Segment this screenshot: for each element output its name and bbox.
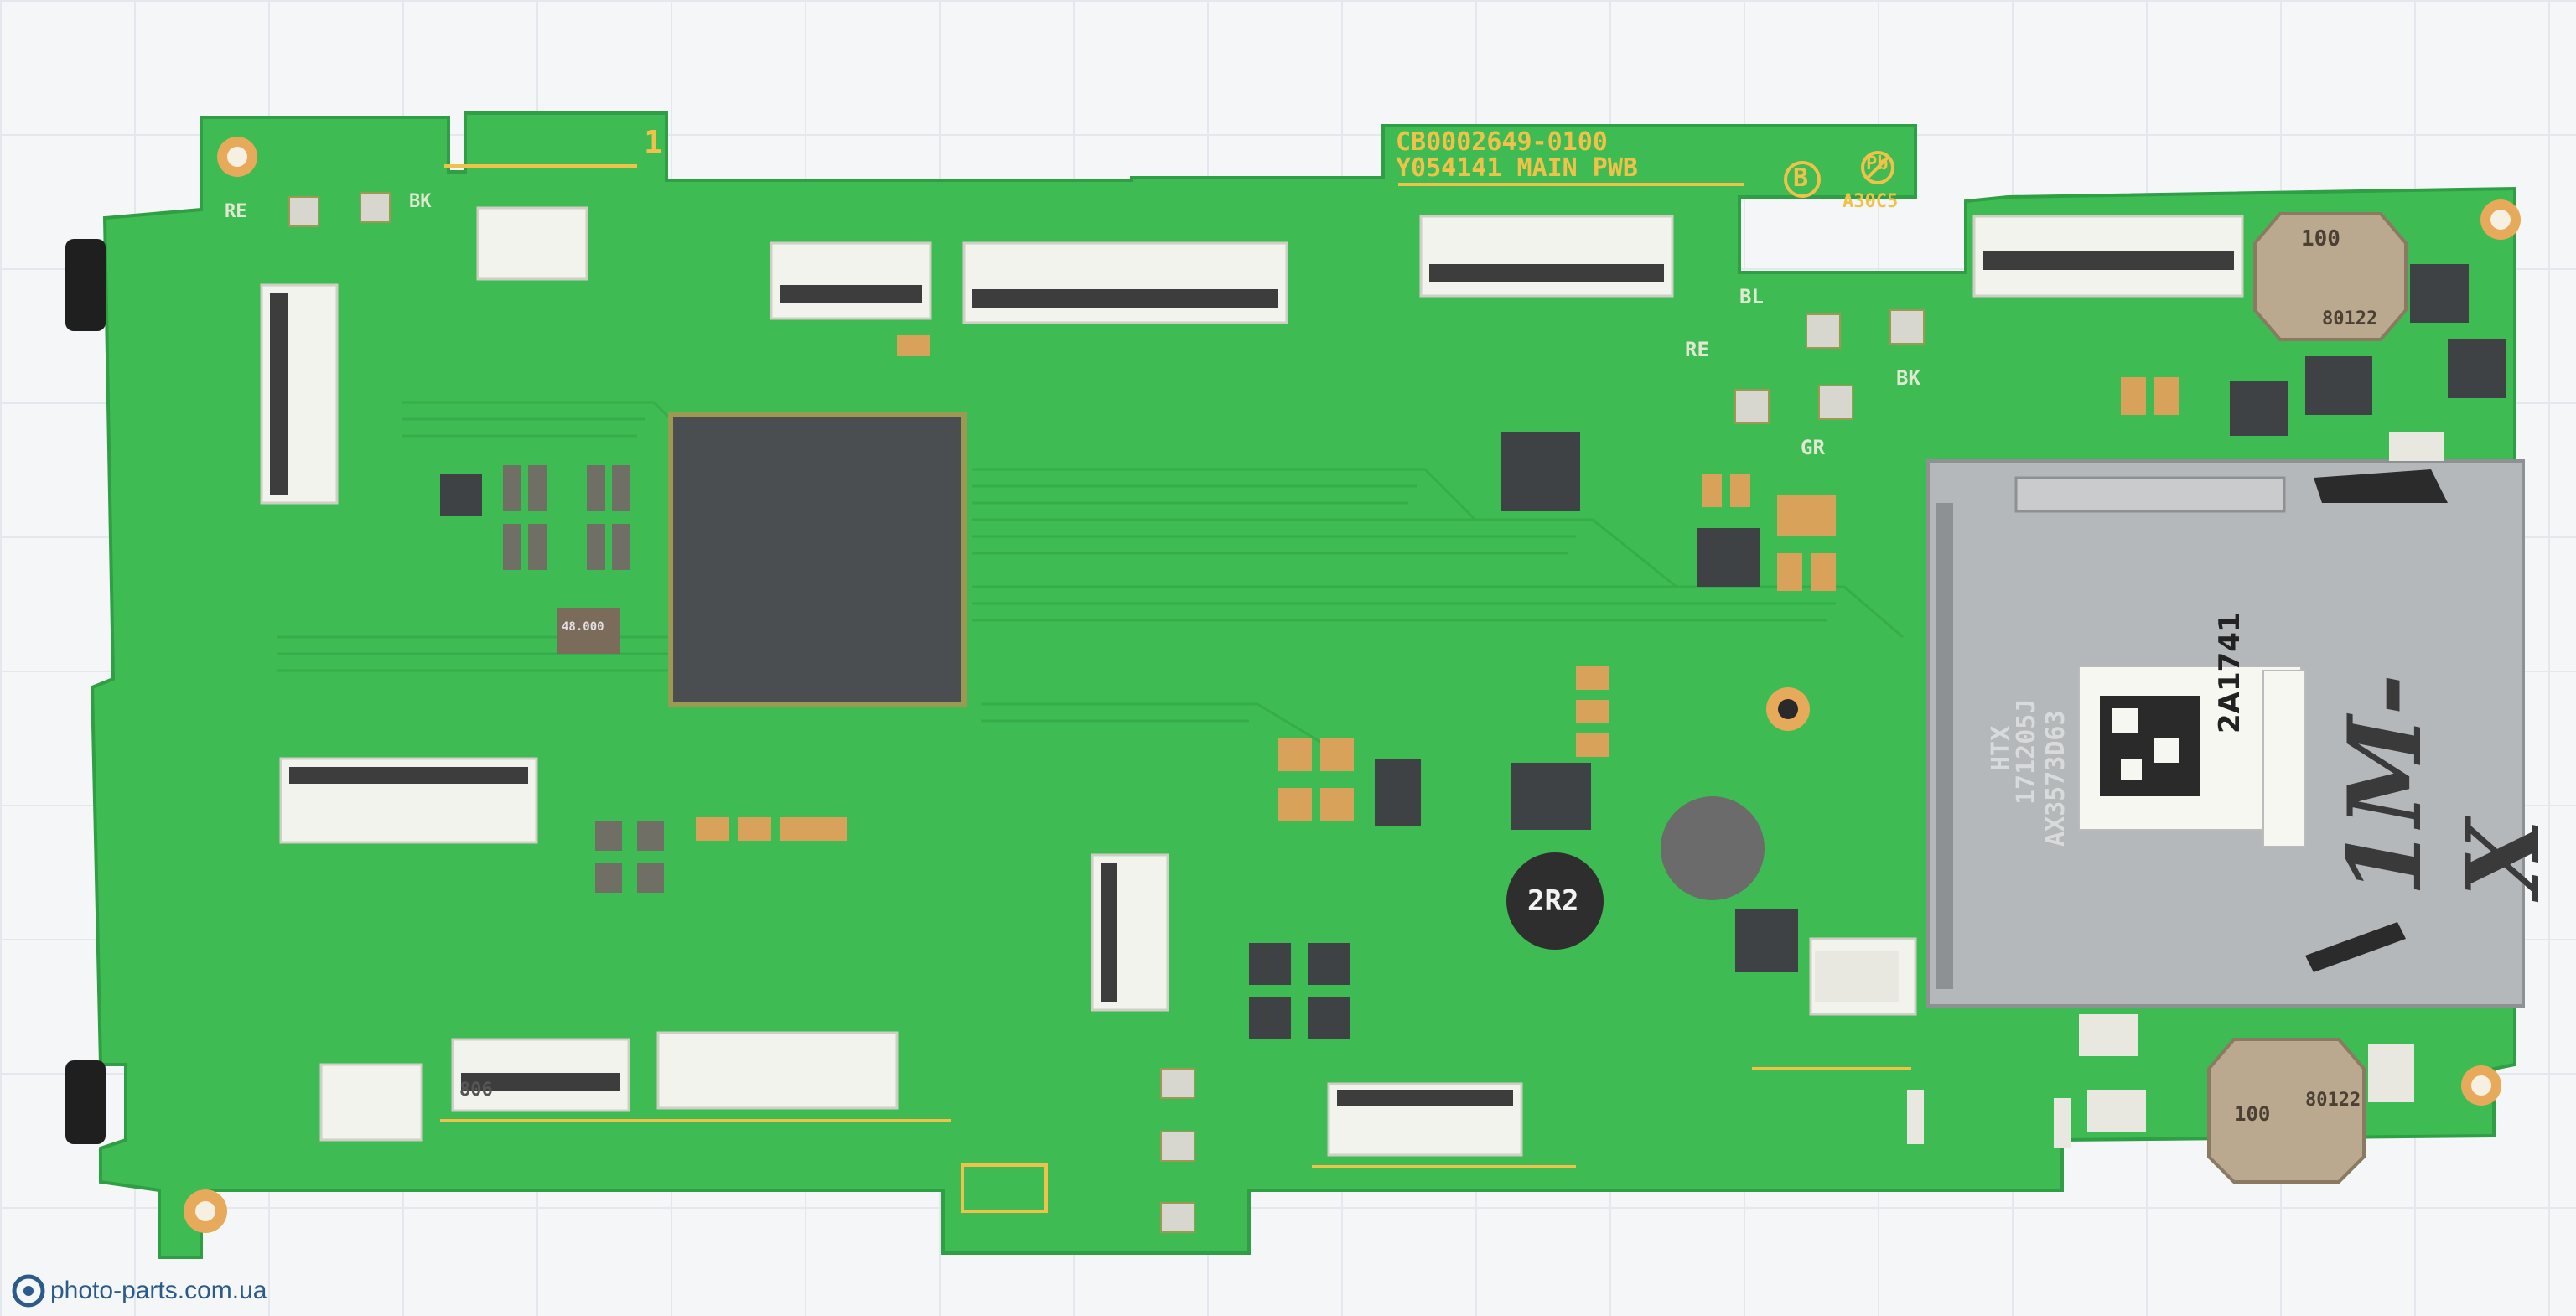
board-name: Y054141 MAIN PWB xyxy=(1396,153,1638,183)
label-bk: BK xyxy=(1896,366,1920,390)
rev-circle xyxy=(1784,161,1821,198)
label-re-left: RE xyxy=(225,201,247,222)
inductor-top-code: 80122 xyxy=(2322,308,2378,329)
jack-top xyxy=(65,239,106,331)
handwritten-note: 1M-X xyxy=(2326,673,2563,897)
small-chips xyxy=(440,264,2506,1039)
connector-806-label: 806 xyxy=(459,1080,493,1101)
inductor-bottom-value: 100 xyxy=(2234,1102,2271,1126)
mounting-holes xyxy=(184,137,2521,1233)
number-sticker xyxy=(2262,670,2306,847)
trace-lines xyxy=(277,401,1904,756)
label-bk-left: BK xyxy=(409,191,432,212)
watermark: photo-parts.com.ua xyxy=(12,1270,267,1312)
main-processor xyxy=(668,412,967,707)
inductor-top-value: 100 xyxy=(2301,226,2340,251)
passives-gold xyxy=(696,335,2179,841)
passive-resistor-arrays xyxy=(503,465,664,893)
led-pads xyxy=(288,192,1925,1233)
label-re: RE xyxy=(1685,338,1709,361)
label-gr: GR xyxy=(1801,436,1825,459)
connector-contacts xyxy=(270,251,2234,1106)
inductor-bottom-code: 80122 xyxy=(2305,1090,2361,1111)
rev-mark: B xyxy=(1793,163,1809,193)
card-marking-2: 171205J xyxy=(2012,698,2041,805)
board-code: A30C5 xyxy=(1843,191,1899,212)
pb-circle xyxy=(1861,151,1894,184)
watermark-text: photo-parts.com.ua xyxy=(50,1277,267,1304)
part-number: CB0002649-0100 xyxy=(1396,127,1608,157)
sticker-number: 2A1741 xyxy=(2213,612,2247,733)
photo-parts-logo-icon xyxy=(12,1274,45,1308)
crystal-marking: 48.000 xyxy=(562,620,604,634)
inductors xyxy=(1506,212,2408,1184)
passives-white xyxy=(1815,432,2444,1148)
label-bl: BL xyxy=(1739,285,1764,308)
pb-mark: Pb xyxy=(1866,153,1889,174)
silk-box xyxy=(961,1163,1048,1213)
jack-bottom xyxy=(65,1060,106,1144)
card-marking-3: AX3573D63 xyxy=(2041,710,2071,847)
pin-one-mark: 1 xyxy=(644,124,663,161)
inductor-2r2: 2R2 xyxy=(1527,884,1579,918)
